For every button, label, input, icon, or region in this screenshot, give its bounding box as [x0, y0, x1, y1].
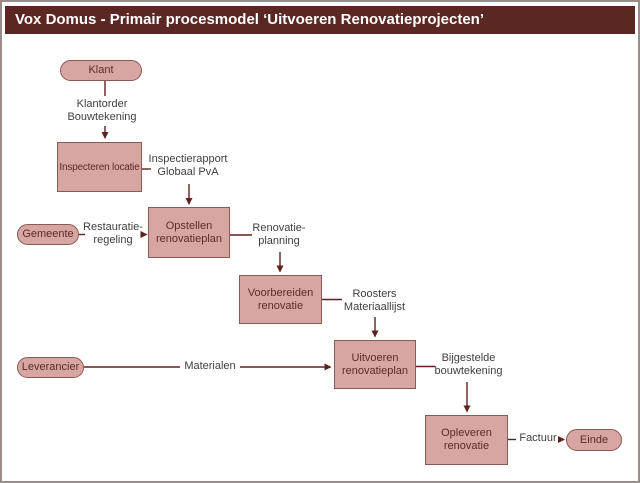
process-opstellen-renovatieplan: Opstellen renovatieplan — [148, 207, 230, 258]
process-opleveren-renovatie: Opleveren renovatie — [425, 415, 508, 465]
flow-label-roosters: Roosters Materiaallijst — [343, 288, 406, 313]
flow-label-inspectierapport: Inspectierapport Globaal PvA — [148, 153, 228, 178]
flow-label-restauratieregeling: Restauratie- regeling — [83, 221, 143, 246]
terminator-einde: Einde — [566, 429, 622, 451]
flow-label-renovatieplanning: Renovatie- planning — [252, 222, 306, 247]
entity-gemeente: Gemeente — [17, 224, 79, 245]
process-voorbereiden-renovatie: Voorbereiden renovatie — [239, 275, 322, 324]
process-inspecteren-locatie: Inspecteren locatie — [57, 142, 142, 192]
flow-label-klantorder: Klantorder Bouwtekening — [67, 98, 137, 123]
entity-klant: Klant — [60, 60, 142, 81]
flow-label-factuur: Factuur — [519, 432, 557, 444]
process-uitvoeren-renovatieplan: Uitvoeren renovatieplan — [334, 340, 416, 389]
entity-leverancier: Leverancier — [17, 357, 84, 378]
flow-label-bijgestelde-bouwtekening: Bijgestelde bouwtekening — [434, 352, 503, 377]
diagram-title: Vox Domus - Primair procesmodel ‘Uitvoer… — [5, 6, 635, 34]
flow-label-materialen: Materialen — [184, 360, 236, 372]
